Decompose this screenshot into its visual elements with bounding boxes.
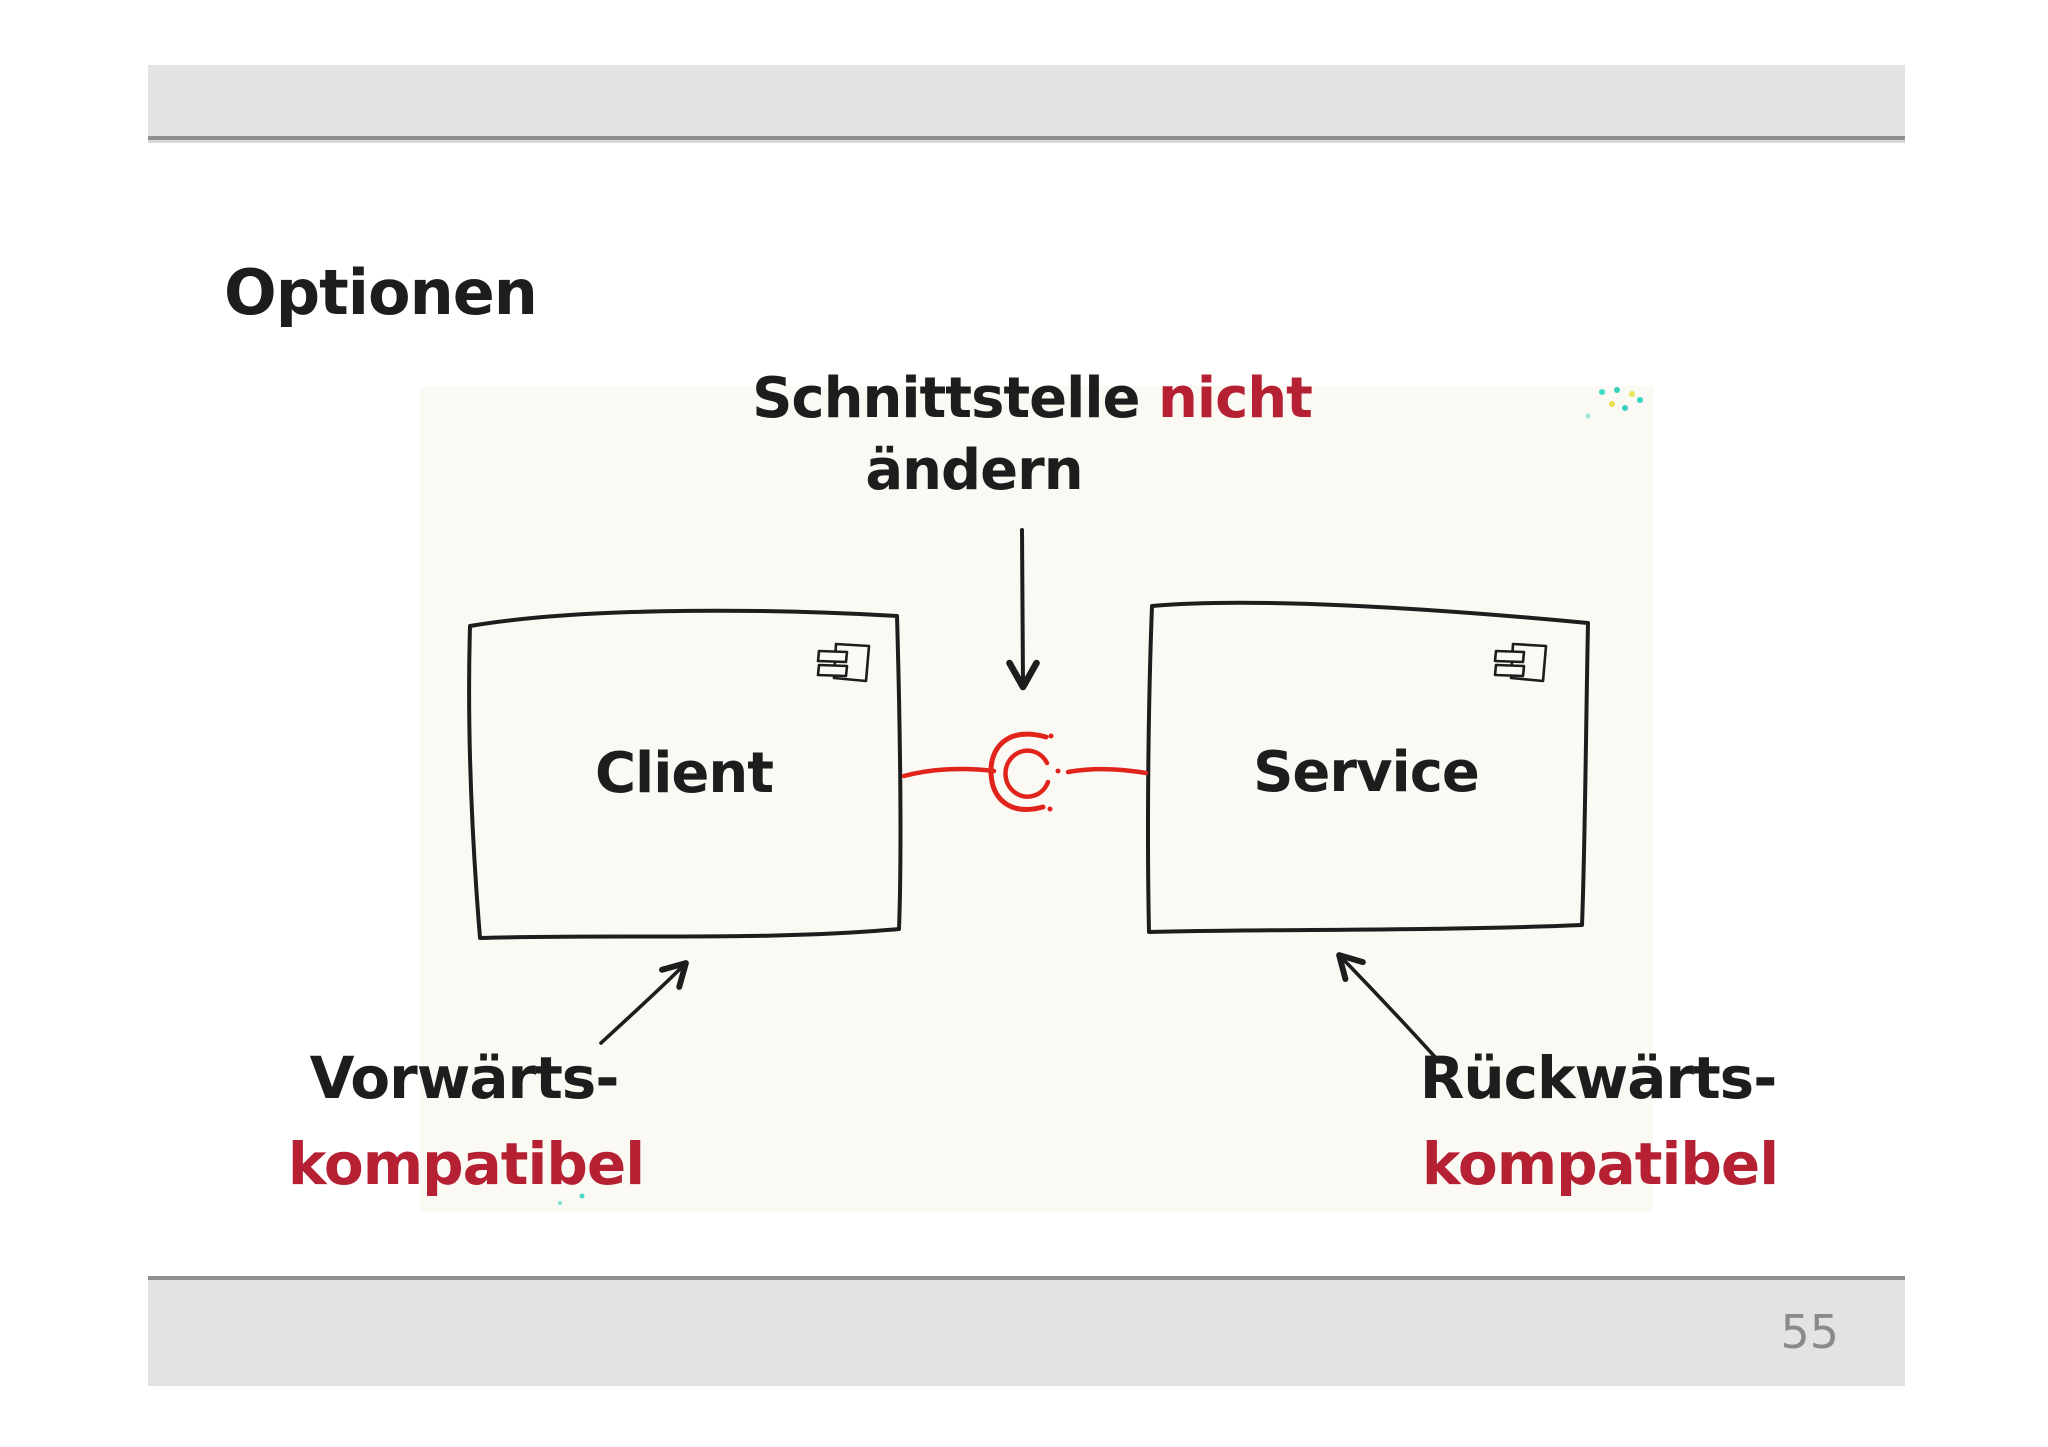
heading-line2: ändern [865, 438, 1083, 503]
service-box-label: Service [1253, 740, 1480, 805]
client-box-label: Client [594, 741, 774, 806]
heading-black: Schnittstelle [752, 366, 1159, 431]
heading-line1: Schnittstelle nicht [752, 366, 1313, 431]
header-bar [148, 65, 1905, 140]
left-label-line1: Vorwärts- [309, 1044, 620, 1112]
right-label-line1: Rückwärts- [1419, 1044, 1778, 1112]
left-label-line2: kompatibel [287, 1130, 645, 1198]
right-label-line2: kompatibel [1421, 1130, 1779, 1198]
footer-bar: 55 [148, 1276, 1905, 1386]
slide-title: Optionen [224, 256, 538, 329]
heading-red: nicht [1158, 366, 1313, 431]
page-number: 55 [1780, 1305, 1839, 1359]
